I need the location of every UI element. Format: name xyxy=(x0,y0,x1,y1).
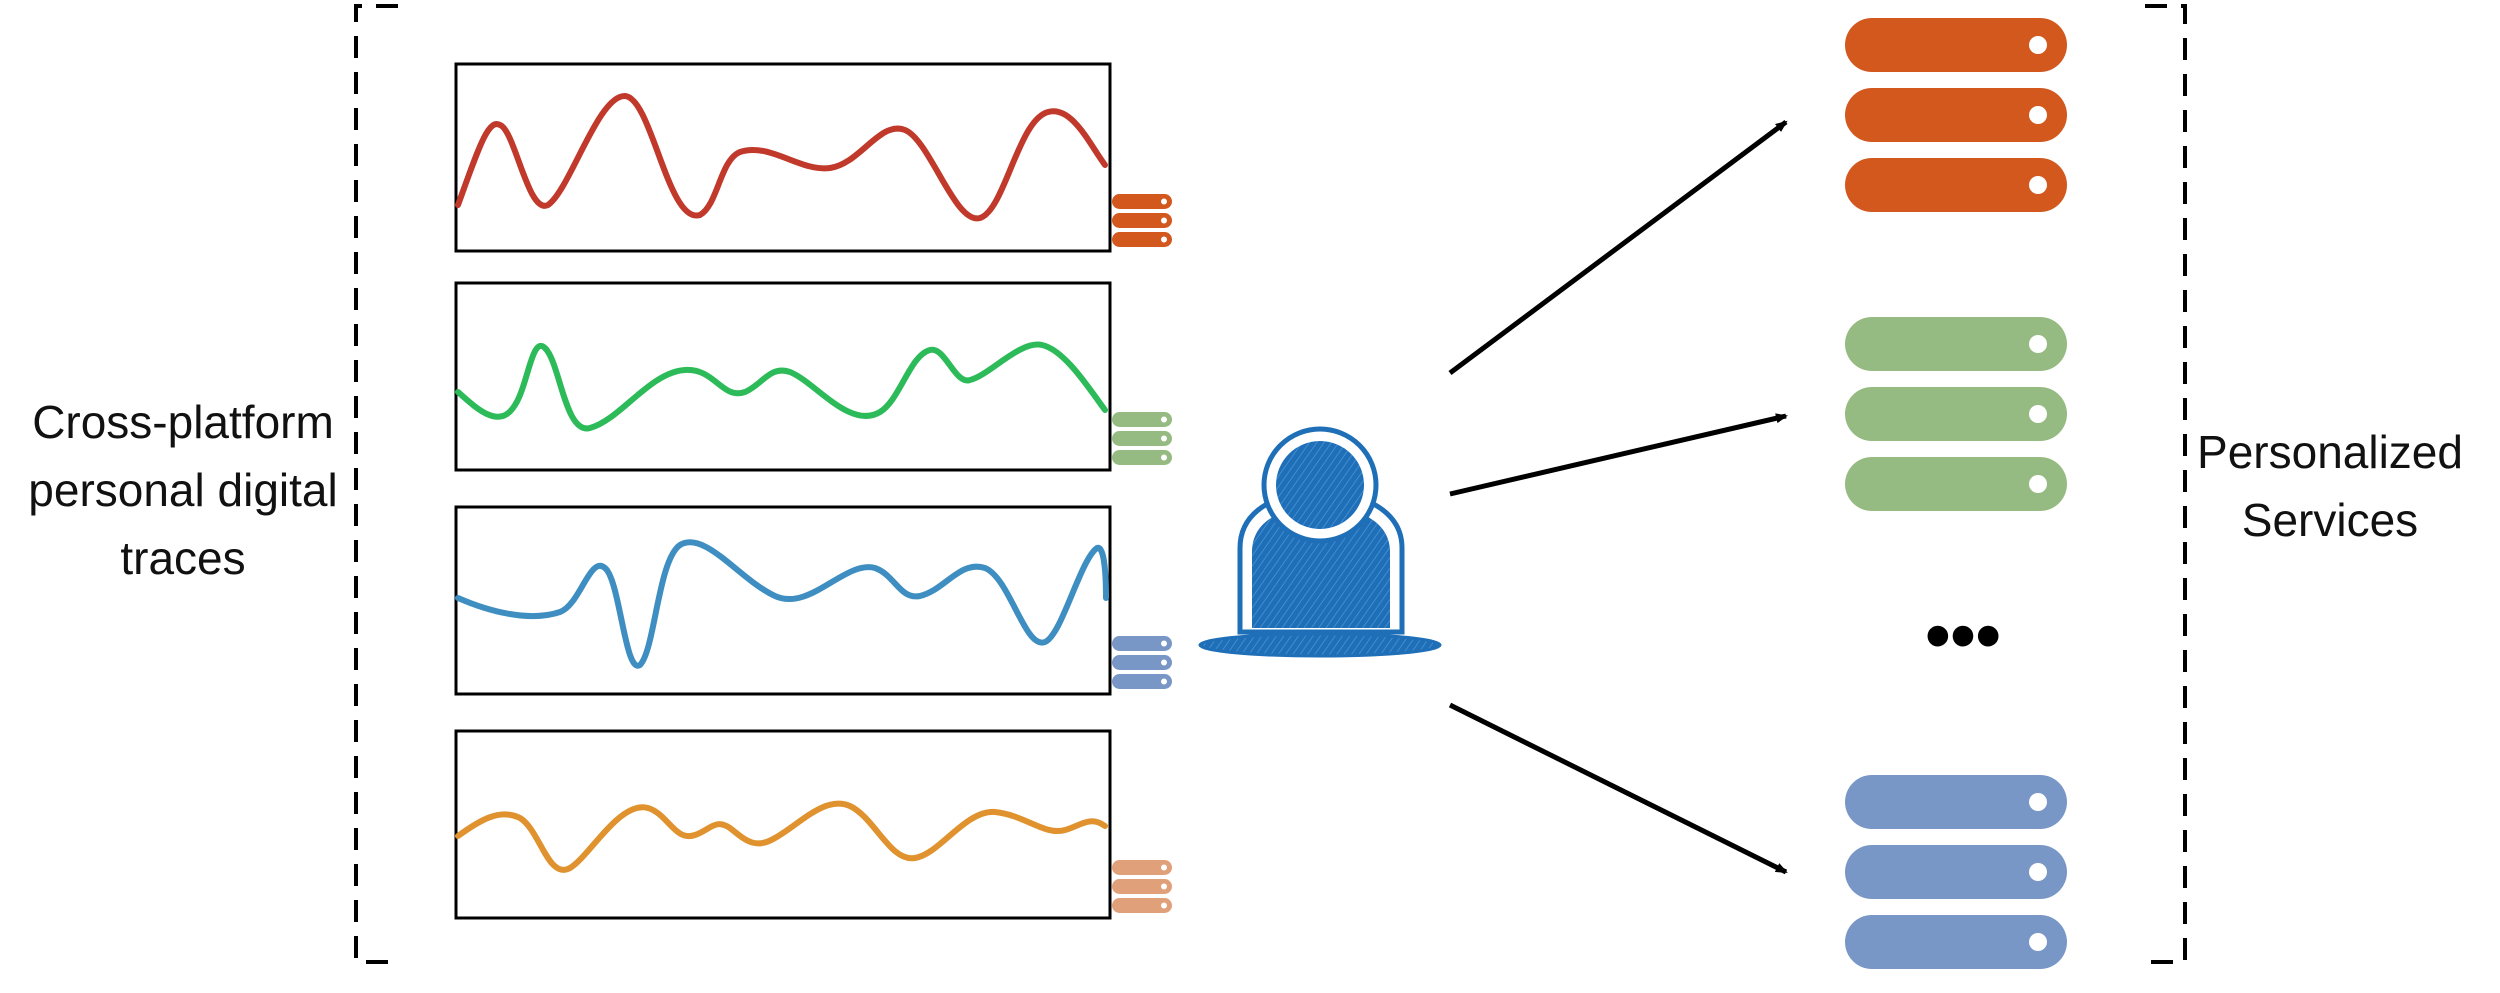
trace-panel-red xyxy=(454,62,1112,253)
trace-panel-green xyxy=(454,281,1112,472)
ellipsis: ••• xyxy=(1925,596,2001,676)
small-server-icon-orange xyxy=(1112,194,1172,247)
server-stack-icon-blue xyxy=(1845,775,2067,969)
small-server-icon-peach xyxy=(1112,860,1172,913)
right-label: Personalized Services xyxy=(2180,418,2480,554)
arrow-icon-to-green xyxy=(1449,413,1788,497)
trace-panel-orange xyxy=(454,729,1112,920)
left-bracket xyxy=(354,4,398,964)
arrow-icon-to-orange xyxy=(1448,119,1788,376)
user-icon xyxy=(1198,426,1442,658)
trace-line-red xyxy=(455,92,1108,222)
right-bracket xyxy=(2145,4,2187,964)
server-stack-icon-green xyxy=(1845,317,2067,511)
trace-panel-blue xyxy=(454,505,1112,696)
left-label-line-1: Cross-platform xyxy=(32,396,334,448)
right-label-line-2: Services xyxy=(2241,494,2419,546)
right-label-line-1: Personalized xyxy=(2197,426,2463,478)
trace-line-green xyxy=(455,341,1108,432)
arrow-icon-to-blue xyxy=(1448,702,1788,875)
server-stack-icon-orange xyxy=(1845,18,2067,212)
trace-line-blue xyxy=(455,539,1109,669)
small-server-icon-green xyxy=(1112,412,1172,465)
left-label-line-3: traces xyxy=(120,532,246,584)
trace-line-orange xyxy=(455,800,1108,873)
small-server-icon-blue xyxy=(1112,636,1172,689)
left-label: Cross-platform personal digital traces xyxy=(18,388,348,592)
left-label-line-2: personal digital xyxy=(28,464,338,516)
